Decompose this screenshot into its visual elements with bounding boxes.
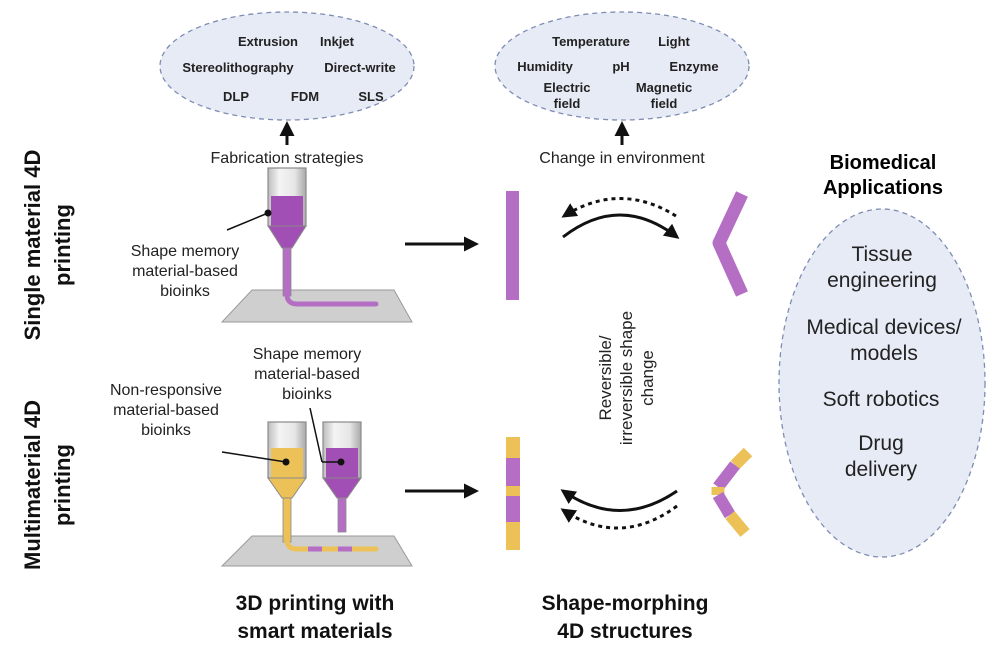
multi-nozzle-right [337, 497, 347, 533]
tag-enzyme: Enzyme [669, 59, 718, 74]
shape-change-line2: irreversible shape [617, 311, 636, 445]
tag-ph: pH [612, 59, 629, 74]
tag-stereolithography: Stereolithography [182, 60, 294, 75]
single-pointer-dot [264, 209, 272, 217]
fabrication-strategies-cloud: Extrusion Inkjet Stereolithography Direc… [159, 11, 415, 121]
multi-straight-band-1 [506, 458, 520, 486]
tag-temperature: Temperature [552, 34, 630, 49]
app-drug-2: delivery [845, 458, 918, 481]
single-printed-filament [284, 291, 379, 307]
single-material-printer [220, 167, 413, 323]
single-structure-straight [506, 191, 519, 300]
row-label-multi-line2: printing [50, 444, 75, 526]
fabrication-caption: Fabrication strategies [211, 150, 364, 167]
multi-straight-base [506, 437, 520, 550]
multi-shape-label-3: bioinks [282, 386, 332, 403]
app-devices-1: Medical devices/ [806, 316, 961, 339]
multi-nonresp-label-2: material-based [113, 402, 219, 419]
multi-taper-left [267, 477, 307, 499]
tag-inkjet: Inkjet [320, 34, 355, 49]
app-tissue-1: Tissue [851, 243, 912, 266]
multi-nonresp-label-1: Non-responsive [110, 382, 222, 399]
environment-cloud: Temperature Light Humidity pH Enzyme Ele… [494, 11, 750, 121]
shape-change-label: Reversible/ irreversible shape change [596, 311, 657, 445]
row-label-multi-line1: Multimaterial 4D [20, 400, 45, 570]
tag-dlp: DLP [223, 89, 249, 104]
app-tissue-2: engineering [827, 269, 937, 292]
environment-ellipse [494, 11, 750, 121]
single-syringe-taper [267, 225, 307, 249]
shape-change-line1: Reversible/ [596, 335, 615, 420]
fabrication-ellipse [159, 11, 415, 121]
tag-humidity: Humidity [517, 59, 573, 74]
tag-electric-2: field [554, 96, 581, 111]
tag-sls: SLS [358, 89, 384, 104]
applications-title-1: Biomedical [830, 152, 937, 174]
multi-bent-bottom-purple [712, 491, 736, 519]
multi-structure-bent [711, 447, 753, 537]
multi-shape-pointer-v [309, 407, 323, 463]
tag-fdm: FDM [291, 89, 319, 104]
tag-light: Light [658, 34, 690, 49]
single-forward-arrow [562, 213, 680, 239]
multi-nonresp-pointer-line [221, 451, 287, 463]
multi-straight-band-2 [506, 496, 520, 522]
multi-reverse-arrow [560, 489, 678, 512]
shape-change-line3: change [638, 350, 657, 406]
multi-shape-label-1: Shape memory [253, 346, 362, 363]
single-pointer-line [226, 212, 269, 231]
multi-printed-filament [284, 537, 379, 552]
row-label-single-line1: Single material 4D [20, 150, 45, 341]
footer-printing-1: 3D printing with [236, 592, 395, 615]
multi-nonresp-pointer-dot [282, 458, 290, 466]
tag-electric-1: Electric [544, 80, 591, 95]
multi-shape-label-2: material-based [254, 366, 360, 383]
footer-morphing-1: Shape-morphing [542, 592, 709, 615]
multi-nozzle-left [282, 497, 292, 543]
row-label-single-line2: printing [50, 204, 75, 286]
single-nozzle [282, 247, 292, 297]
applications-ellipse [778, 208, 986, 558]
multi-bent-top-end [730, 447, 753, 470]
app-devices-2: models [850, 342, 918, 365]
app-soft-robotics: Soft robotics [823, 388, 940, 411]
tag-magnetic-2: field [651, 96, 678, 111]
multi-material-printer [220, 407, 413, 567]
row-label-multi: Multimaterial 4D printing [20, 400, 75, 570]
tag-extrusion: Extrusion [238, 34, 298, 49]
row-label-single: Single material 4D printing [20, 150, 75, 341]
single-bioink-label-2: material-based [132, 263, 238, 280]
tag-direct-write: Direct-write [324, 60, 396, 75]
multi-shape-pointer-dot [337, 458, 345, 466]
multi-bent-bottom-end [725, 511, 750, 537]
app-drug-1: Drug [858, 432, 904, 455]
footer-morphing-2: 4D structures [557, 620, 692, 643]
multi-taper-right [322, 477, 362, 499]
single-bioink-fill [271, 196, 303, 226]
single-reverse-arrow [561, 197, 677, 218]
multi-nonresp-label-3: bioinks [141, 422, 191, 439]
footer-printing-2: smart materials [237, 620, 392, 643]
multi-bent-top-purple [713, 461, 740, 491]
applications-title-2: Applications [823, 177, 943, 199]
single-bioink-label-3: bioinks [160, 283, 210, 300]
single-bioink-label-1: Shape memory [131, 243, 240, 260]
multi-structure-straight [506, 437, 520, 550]
environment-caption: Change in environment [539, 150, 705, 167]
single-structure-bent [712, 191, 748, 297]
tag-magnetic-1: Magnetic [636, 80, 692, 95]
